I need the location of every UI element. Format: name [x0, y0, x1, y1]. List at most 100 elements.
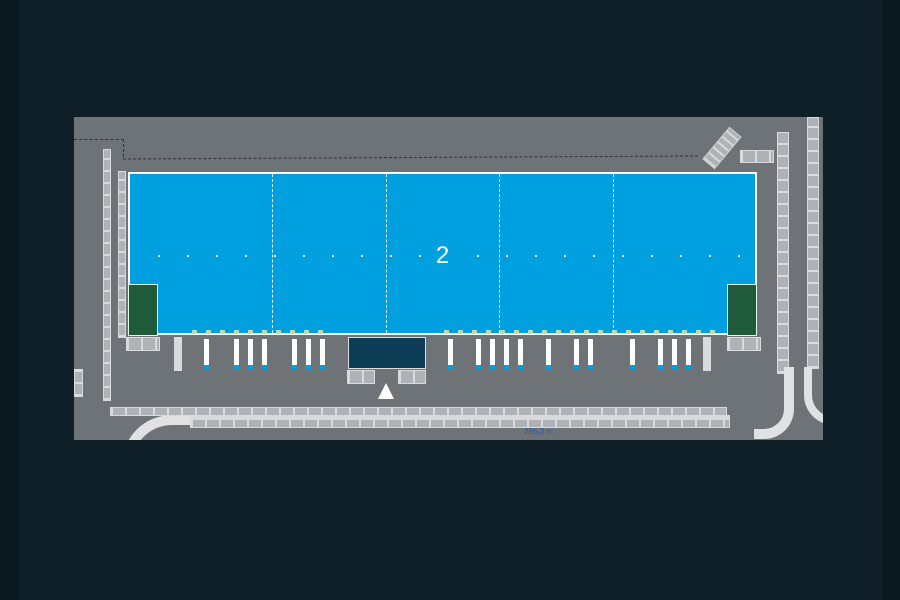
unit-divider [499, 174, 500, 333]
parking-entrance-left [347, 370, 375, 384]
dock-door [262, 339, 267, 369]
dock-door [248, 339, 253, 369]
column-dot [564, 255, 566, 257]
dock-marker [598, 330, 603, 334]
ramp-right [703, 337, 711, 371]
left-margin [0, 0, 18, 600]
dock-door [306, 339, 311, 369]
road-curve-far-right [804, 367, 823, 425]
parking-row-2 [190, 419, 730, 428]
dock-marker [626, 330, 631, 334]
green-area-left [128, 284, 158, 336]
dock-marker [528, 330, 533, 334]
column-dot [390, 255, 392, 257]
dock-marker [486, 330, 491, 334]
dock-door [234, 339, 239, 369]
dock-door [686, 339, 691, 369]
dock-marker [304, 330, 309, 334]
column-dot [361, 255, 363, 257]
site-plan: 2 296,3 m [74, 117, 823, 440]
dock-marker [556, 330, 561, 334]
dock-marker [206, 330, 211, 334]
dock-door [476, 339, 481, 369]
column-dot [419, 255, 421, 257]
dock-marker [192, 330, 197, 334]
column-dot [274, 255, 276, 257]
boundary-fence [74, 139, 124, 140]
dock-marker [654, 330, 659, 334]
parking-left [103, 149, 111, 401]
dock-door [518, 339, 523, 369]
dock-door [630, 339, 635, 369]
parking-left-inner [118, 171, 126, 338]
dock-door [292, 339, 297, 369]
dock-marker [514, 330, 519, 334]
column-dot [651, 255, 653, 257]
warehouse-building: 2 [128, 172, 757, 335]
dock-marker [710, 330, 715, 334]
parking-ramp [702, 126, 742, 170]
column-dot [680, 255, 682, 257]
parking-far-right [807, 117, 819, 369]
entrance-arrow-icon [378, 383, 394, 399]
column-dot [158, 255, 160, 257]
dock-marker [500, 330, 505, 334]
column-dot [535, 255, 537, 257]
column-dot [506, 255, 508, 257]
dock-marker [696, 330, 701, 334]
dock-marker [276, 330, 281, 334]
dock-marker [612, 330, 617, 334]
entrance-block [348, 337, 426, 369]
dock-door [658, 339, 663, 369]
building-label: 2 [435, 242, 450, 269]
dock-marker [472, 330, 477, 334]
dock-door [588, 339, 593, 369]
dock-marker [290, 330, 295, 334]
dock-marker [220, 330, 225, 334]
dock-marker [234, 330, 239, 334]
dock-marker [542, 330, 547, 334]
dock-marker [682, 330, 687, 334]
dock-door [546, 339, 551, 369]
dock-marker [444, 330, 449, 334]
unit-divider [272, 174, 273, 333]
road-curve-right [754, 367, 794, 439]
dock-marker [262, 330, 267, 334]
dock-marker [458, 330, 463, 334]
unit-divider [613, 174, 614, 333]
dock-door [204, 339, 209, 369]
dock-door [672, 339, 677, 369]
boundary-fence [123, 155, 698, 160]
dock-door [504, 339, 509, 369]
parking-top-right [740, 150, 774, 163]
column-dot [216, 255, 218, 257]
dimension-label: 296,3 m [524, 427, 553, 436]
parking-dock-left [126, 337, 160, 351]
parking-left-bottom [74, 369, 83, 397]
column-dot [245, 255, 247, 257]
ramp-left [174, 337, 182, 371]
dock-marker [318, 330, 323, 334]
column-dot [593, 255, 595, 257]
column-dot [738, 255, 740, 257]
column-dot [303, 255, 305, 257]
dock-door [490, 339, 495, 369]
parking-dock-right [727, 337, 761, 351]
dock-door [320, 339, 325, 369]
dock-door [448, 339, 453, 369]
parking-entrance-right [398, 370, 426, 384]
right-margin [882, 0, 900, 600]
column-dot [622, 255, 624, 257]
road-strip [190, 415, 730, 419]
column-dot [709, 255, 711, 257]
dock-marker [668, 330, 673, 334]
column-dot [332, 255, 334, 257]
column-dot [187, 255, 189, 257]
dock-marker [248, 330, 253, 334]
dock-door [574, 339, 579, 369]
boundary-fence [123, 139, 124, 157]
parking-right [777, 132, 789, 374]
green-area-right [727, 284, 757, 336]
dock-marker [584, 330, 589, 334]
dock-marker [640, 330, 645, 334]
